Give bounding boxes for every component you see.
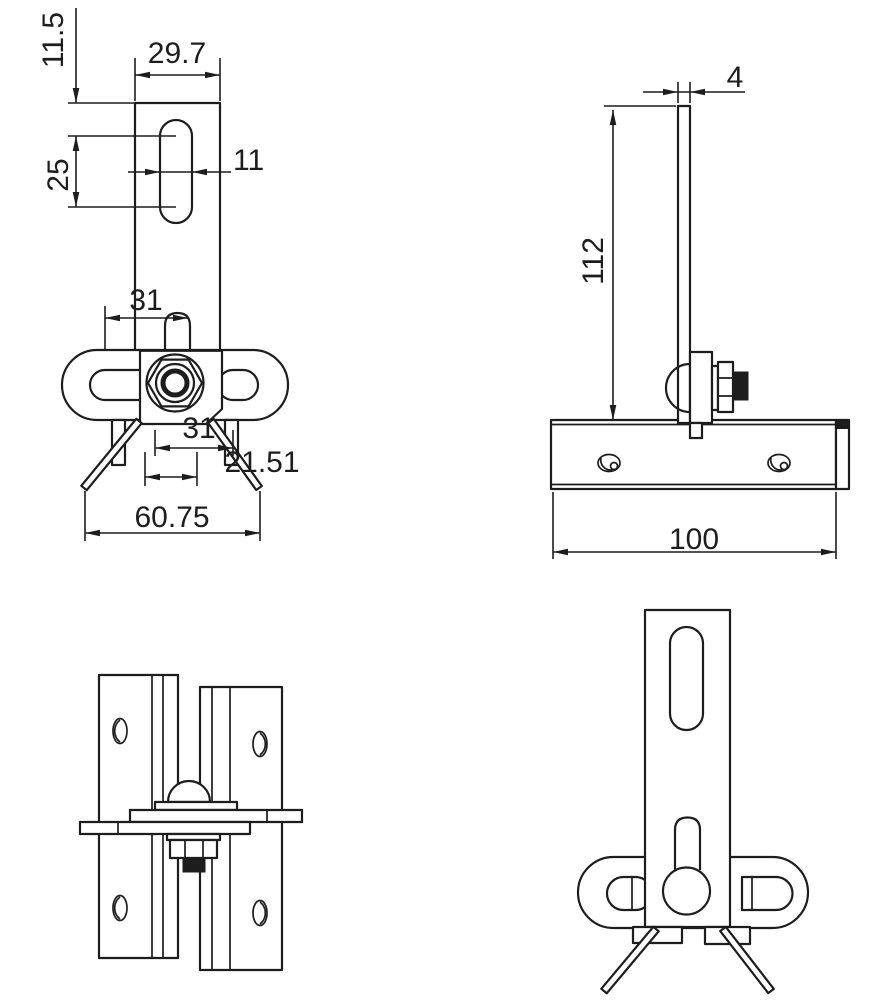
side-view: 4 112 100 — [549, 61, 851, 559]
dim-rail-length: 100 — [552, 492, 837, 559]
dim-slot-length: 25 — [42, 135, 176, 208]
clamp-slot-right — [216, 368, 260, 402]
dim-top-width: 31 — [104, 284, 188, 349]
dome-top — [166, 779, 212, 804]
bolt-hole — [160, 368, 190, 398]
rail-hole-left — [597, 453, 621, 473]
assembly-view — [78, 673, 304, 972]
small-slot-bottom — [673, 816, 702, 870]
bottom-view — [576, 608, 810, 995]
clamp-plate-1 — [153, 800, 239, 812]
nut-side — [716, 360, 735, 414]
dim-label-21-51: 21.51 — [224, 446, 299, 479]
bar-slot-bottom — [668, 625, 705, 732]
dim-label-11-5: 11.5 — [37, 12, 70, 68]
dim-label-100: 100 — [669, 523, 719, 556]
leg-right-bottom — [719, 925, 775, 995]
dim-plate-thickness: 4 — [643, 61, 745, 103]
bar-outline — [133, 101, 222, 358]
dim-slot-offset: 11.5 — [37, 8, 134, 104]
clamp-plate-2 — [128, 808, 304, 824]
dim-label-11: 11 — [233, 144, 264, 177]
dim-label-60-75: 60.75 — [134, 501, 209, 534]
clamp-slot-right-bottom — [740, 875, 794, 912]
right-rail-hole-top — [252, 730, 268, 758]
clamp-plate-tab — [688, 421, 704, 440]
rail-end-mark — [837, 421, 848, 429]
clamp-plate — [688, 350, 714, 425]
ball-joint-circle — [661, 866, 712, 916]
dim-label-31-top: 31 — [129, 284, 162, 317]
bolt-end — [732, 371, 749, 401]
dim-outer-span: 60.75 — [84, 491, 261, 541]
right-rail-hole-bottom — [252, 899, 268, 927]
nut-circle — [154, 362, 196, 404]
plate-outline — [676, 104, 692, 425]
dim-inner-span: 21.51 — [144, 446, 300, 486]
hex-nut — [146, 358, 204, 408]
dim-bottom-width: 31 — [154, 412, 234, 456]
dim-slot-width: 11 — [128, 144, 264, 177]
bolt-tab — [163, 311, 192, 352]
left-rail-hole-bottom — [112, 894, 128, 922]
nut-stack — [168, 838, 219, 860]
leg-left-bottom — [600, 925, 660, 995]
rail-hole-right — [767, 453, 791, 473]
dim-label-4: 4 — [727, 61, 744, 94]
dim-label-31-bottom: 31 — [182, 412, 215, 445]
rail-end-cap — [834, 418, 851, 491]
nut-stack-facets — [184, 840, 204, 858]
clamp-plate-3 — [78, 820, 252, 836]
leg-right — [207, 417, 263, 492]
dim-label-112: 112 — [577, 237, 610, 285]
bolt-end-stack — [182, 857, 206, 873]
dim-label-29-7: 29.7 — [148, 37, 206, 70]
dim-plate-height: 112 — [577, 105, 676, 420]
dome — [664, 362, 692, 414]
leg-left — [80, 417, 143, 492]
dim-label-25: 25 — [42, 158, 75, 191]
front-view: 11.5 25 29.7 11 31 — [37, 8, 300, 541]
left-rail-hole-top — [112, 717, 128, 745]
nut-facets — [718, 377, 733, 397]
dim-bar-width: 29.7 — [134, 37, 221, 101]
